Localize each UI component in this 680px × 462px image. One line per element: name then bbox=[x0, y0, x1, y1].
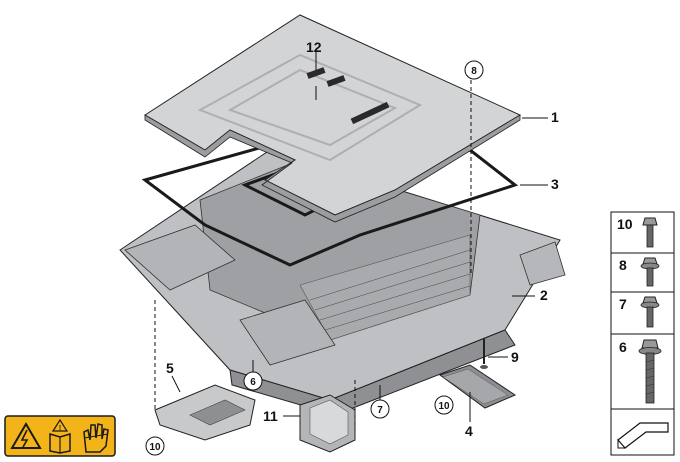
callout-4: 4 bbox=[465, 423, 473, 439]
perspective-arrow-icon bbox=[617, 422, 669, 449]
leader-lines bbox=[171, 52, 548, 422]
bracket-part-11 bbox=[299, 394, 356, 453]
callout-5: 5 bbox=[166, 360, 174, 376]
bolt-7-icon bbox=[640, 296, 660, 328]
svg-text:10: 10 bbox=[149, 442, 161, 453]
svg-text:!: ! bbox=[59, 425, 61, 432]
circled-callout-6: 6 bbox=[243, 371, 263, 391]
callout-2: 2 bbox=[540, 287, 548, 303]
protective-glove-icon bbox=[83, 423, 109, 453]
high-voltage-warning-icon bbox=[10, 422, 42, 449]
callout-11: 11 bbox=[263, 408, 278, 424]
svg-text:6: 6 bbox=[250, 377, 256, 388]
circled-callout-10-cover: 10 bbox=[145, 436, 165, 456]
svg-text:7: 7 bbox=[377, 405, 383, 416]
svg-text:8: 8 bbox=[471, 66, 477, 77]
legend-label-10: 10 bbox=[617, 216, 633, 232]
read-manual-icon: ! bbox=[49, 418, 71, 454]
svg-text:10: 10 bbox=[438, 401, 450, 412]
bolt-6-icon bbox=[638, 339, 662, 404]
underbody-cover-part-5 bbox=[154, 384, 256, 441]
bolt-10-icon bbox=[642, 217, 658, 248]
callout-9: 9 bbox=[511, 349, 519, 365]
legend-label-8: 8 bbox=[619, 257, 627, 273]
bolt-part-9 bbox=[480, 338, 488, 369]
legend-label-6: 6 bbox=[619, 339, 627, 355]
bolt-8-icon bbox=[640, 257, 660, 287]
fastener-legend: 10 8 7 6 bbox=[610, 211, 675, 456]
callout-12: 12 bbox=[306, 39, 322, 55]
circled-callout-8: 8 bbox=[464, 60, 484, 80]
top-cover-part-1 bbox=[144, 14, 522, 223]
battery-tray-part-2 bbox=[119, 149, 566, 416]
legend-label-7: 7 bbox=[619, 296, 627, 312]
callout-3: 3 bbox=[551, 176, 559, 192]
alignment-lines bbox=[154, 80, 472, 430]
circled-callout-7: 7 bbox=[370, 399, 390, 419]
callout-labels: 1 3 2 9 4 5 11 12 8 6 7 10 10 bbox=[145, 39, 559, 456]
safety-warning-label: ! bbox=[4, 415, 116, 457]
circled-callout-10-strip: 10 bbox=[434, 395, 454, 415]
callout-1: 1 bbox=[551, 109, 559, 125]
